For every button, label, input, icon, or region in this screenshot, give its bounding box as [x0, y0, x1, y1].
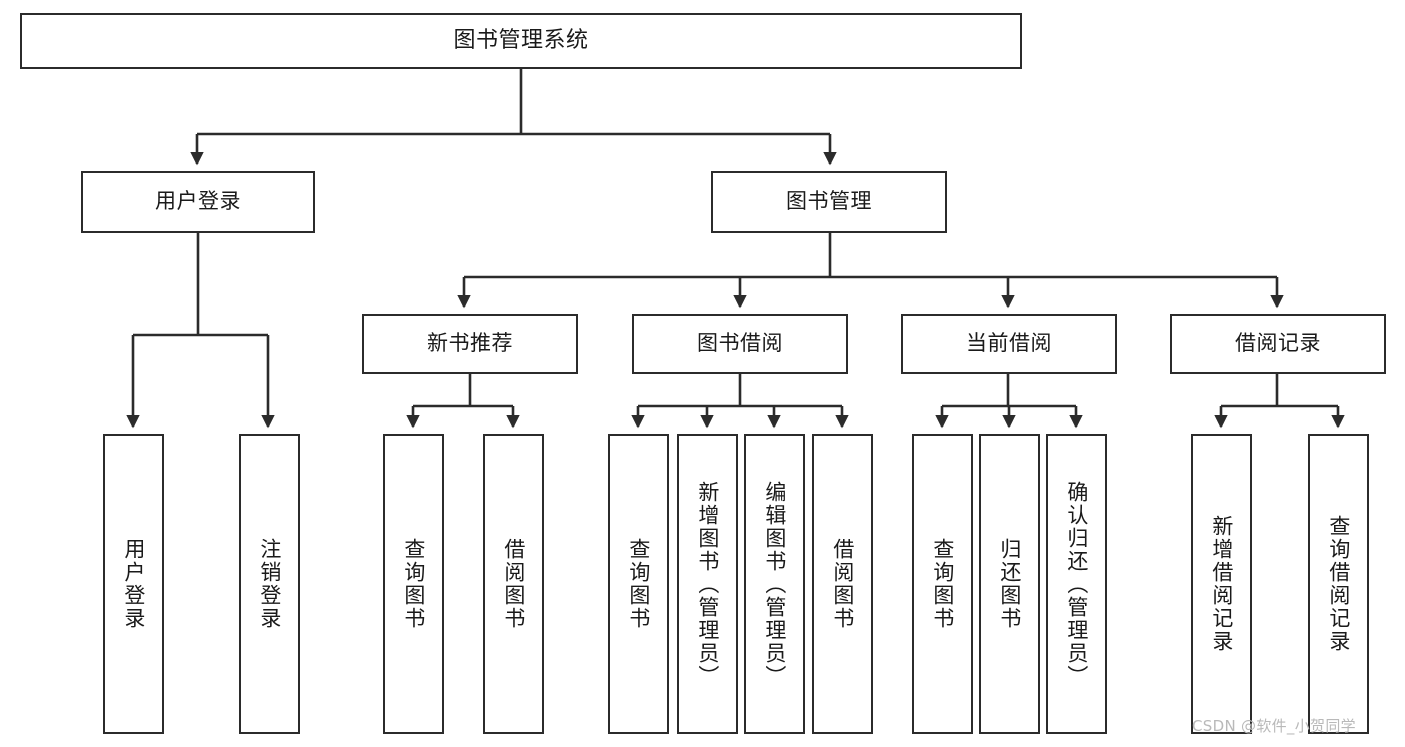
node-leaf-edit-book[interactable]: 编辑图书（管理员） [744, 434, 805, 734]
node-book-borrow[interactable]: 图书借阅 [632, 314, 848, 374]
node-leaf-borrow-book-1-label: 借阅图书 [501, 538, 526, 630]
node-user-login-label: 用户登录 [155, 189, 241, 214]
node-current-borrow[interactable]: 当前借阅 [901, 314, 1117, 374]
node-leaf-add-record[interactable]: 新增借阅记录 [1191, 434, 1252, 734]
node-leaf-query-book-2[interactable]: 查询图书 [608, 434, 669, 734]
node-leaf-query-book-1-label: 查询图书 [401, 538, 426, 630]
node-leaf-add-book[interactable]: 新增图书（管理员） [677, 434, 738, 734]
node-leaf-return-book-label: 归还图书 [997, 538, 1022, 630]
node-root[interactable]: 图书管理系统 [20, 13, 1022, 69]
node-leaf-borrow-book-2-label: 借阅图书 [830, 538, 855, 630]
node-leaf-query-book-3[interactable]: 查询图书 [912, 434, 973, 734]
node-book-manage-label: 图书管理 [786, 189, 872, 214]
node-leaf-confirm-return[interactable]: 确认归还（管理员） [1046, 434, 1107, 734]
node-current-borrow-label: 当前借阅 [966, 331, 1052, 356]
node-book-borrow-label: 图书借阅 [697, 331, 783, 356]
node-leaf-logout-label: 注销登录 [257, 538, 282, 630]
node-leaf-return-book[interactable]: 归还图书 [979, 434, 1040, 734]
node-book-manage[interactable]: 图书管理 [711, 171, 947, 233]
watermark-text: CSDN @软件_小贺同学 [1192, 717, 1356, 735]
node-leaf-logout[interactable]: 注销登录 [239, 434, 300, 734]
node-leaf-edit-book-label: 编辑图书（管理员） [762, 480, 787, 688]
node-new-book-recommend[interactable]: 新书推荐 [362, 314, 578, 374]
node-leaf-query-book-2-label: 查询图书 [626, 538, 651, 630]
node-leaf-add-book-label: 新增图书（管理员） [695, 480, 720, 688]
node-borrow-record-label: 借阅记录 [1235, 331, 1321, 356]
node-root-label: 图书管理系统 [453, 27, 589, 53]
node-leaf-user-login-label: 用户登录 [121, 538, 146, 630]
node-leaf-user-login[interactable]: 用户登录 [103, 434, 164, 734]
node-leaf-query-book-3-label: 查询图书 [930, 538, 955, 630]
node-leaf-borrow-book-1[interactable]: 借阅图书 [483, 434, 544, 734]
node-leaf-borrow-book-2[interactable]: 借阅图书 [812, 434, 873, 734]
node-borrow-record[interactable]: 借阅记录 [1170, 314, 1386, 374]
node-leaf-query-record-label: 查询借阅记录 [1326, 515, 1351, 653]
node-new-book-recommend-label: 新书推荐 [427, 331, 513, 356]
node-leaf-query-record[interactable]: 查询借阅记录 [1308, 434, 1369, 734]
node-leaf-add-record-label: 新增借阅记录 [1209, 515, 1234, 653]
node-leaf-query-book-1[interactable]: 查询图书 [383, 434, 444, 734]
node-user-login[interactable]: 用户登录 [81, 171, 315, 233]
node-leaf-confirm-return-label: 确认归还（管理员） [1064, 480, 1089, 688]
